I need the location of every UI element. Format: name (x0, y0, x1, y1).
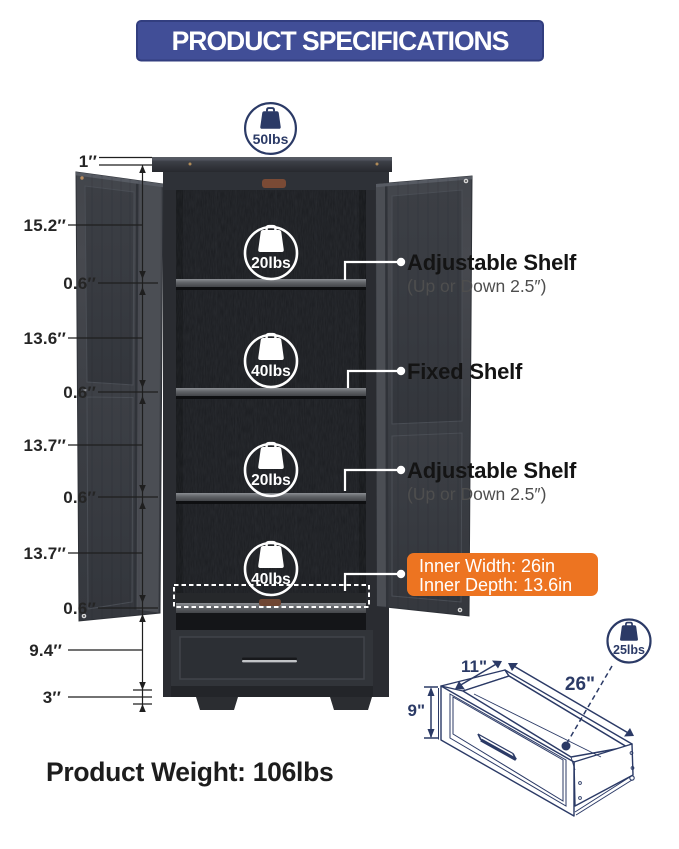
svg-text:Fixed Shelf: Fixed Shelf (407, 359, 523, 384)
svg-text:26": 26" (565, 674, 595, 695)
svg-text:Inner Width: 26in: Inner Width: 26in (419, 556, 555, 576)
svg-text:Inner Depth: 13.6in: Inner Depth: 13.6in (419, 575, 572, 595)
svg-text:25lbs: 25lbs (613, 643, 645, 657)
svg-text:(Up or Down 2.5″): (Up or Down 2.5″) (407, 276, 546, 296)
svg-text:1′′: 1′′ (79, 152, 97, 171)
svg-text:50lbs: 50lbs (253, 131, 289, 147)
svg-text:Adjustable Shelf: Adjustable Shelf (407, 458, 577, 483)
svg-text:11": 11" (461, 657, 487, 676)
svg-text:13.7′′: 13.7′′ (24, 544, 66, 563)
svg-text:0.6′′: 0.6′′ (63, 274, 96, 293)
svg-text:PRODUCT SPECIFICATIONS: PRODUCT SPECIFICATIONS (172, 26, 509, 56)
svg-text:0.6′′: 0.6′′ (63, 488, 96, 507)
svg-text:0.6′′: 0.6′′ (63, 383, 96, 402)
svg-text:3′′: 3′′ (43, 688, 61, 707)
svg-text:(Up or Down 2.5″): (Up or Down 2.5″) (407, 484, 546, 504)
svg-text:Adjustable Shelf: Adjustable Shelf (407, 250, 577, 275)
svg-text:40lbs: 40lbs (251, 571, 291, 588)
svg-text:Product Weight: 106lbs: Product Weight: 106lbs (46, 757, 333, 787)
svg-text:20lbs: 20lbs (251, 255, 291, 272)
svg-text:9": 9" (407, 701, 425, 720)
svg-text:20lbs: 20lbs (251, 472, 291, 489)
svg-text:9.4′′: 9.4′′ (29, 641, 62, 660)
svg-text:13.6′′: 13.6′′ (24, 329, 66, 348)
svg-text:15.2′′: 15.2′′ (24, 216, 66, 235)
svg-text:13.7′′: 13.7′′ (24, 436, 66, 455)
svg-text:0.6′′: 0.6′′ (63, 599, 96, 618)
svg-text:40lbs: 40lbs (251, 363, 291, 380)
